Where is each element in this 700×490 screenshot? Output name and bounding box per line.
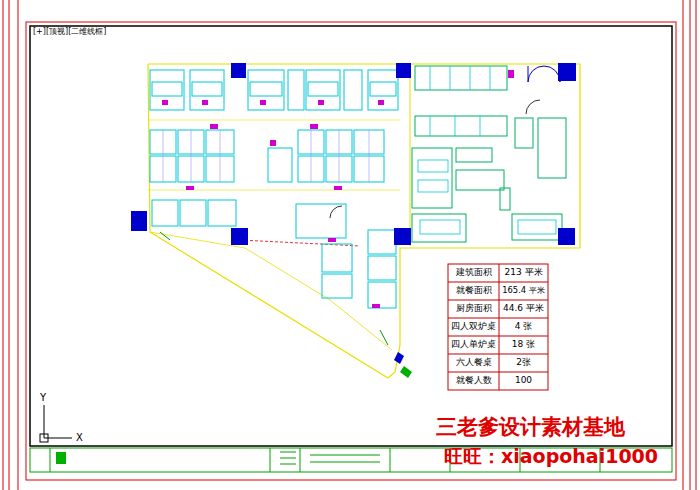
table-cell: 就餐人数 [456,376,492,386]
table-cell: 四人双炉桌 [451,322,496,332]
table-cell: 就餐面积 [456,286,492,296]
table-cell: 44.6 平米 [503,304,544,314]
table-cell: 六人餐桌 [456,358,492,368]
table-cell: 建筑面积 [456,268,492,278]
table-cell: 四人单炉桌 [451,340,496,350]
table-cell: 165.4 平米 [502,286,545,295]
viewport-label: [+][顶视][二维线框] [33,28,106,37]
axis-label: Y [40,392,46,403]
table-cell: 213 平米 [504,268,542,278]
table-cell: 厨房面积 [456,304,492,314]
table-cell: 100 [515,376,532,386]
table-cell: 2张 [516,358,531,368]
watermark: 旺旺：xiaopohai1000 [444,446,658,467]
table-cell: 4 张 [515,322,533,332]
axis-label: X [76,432,83,443]
table-cell: 18 张 [512,340,535,350]
watermark: 三老爹设计素材基地 [436,416,625,439]
